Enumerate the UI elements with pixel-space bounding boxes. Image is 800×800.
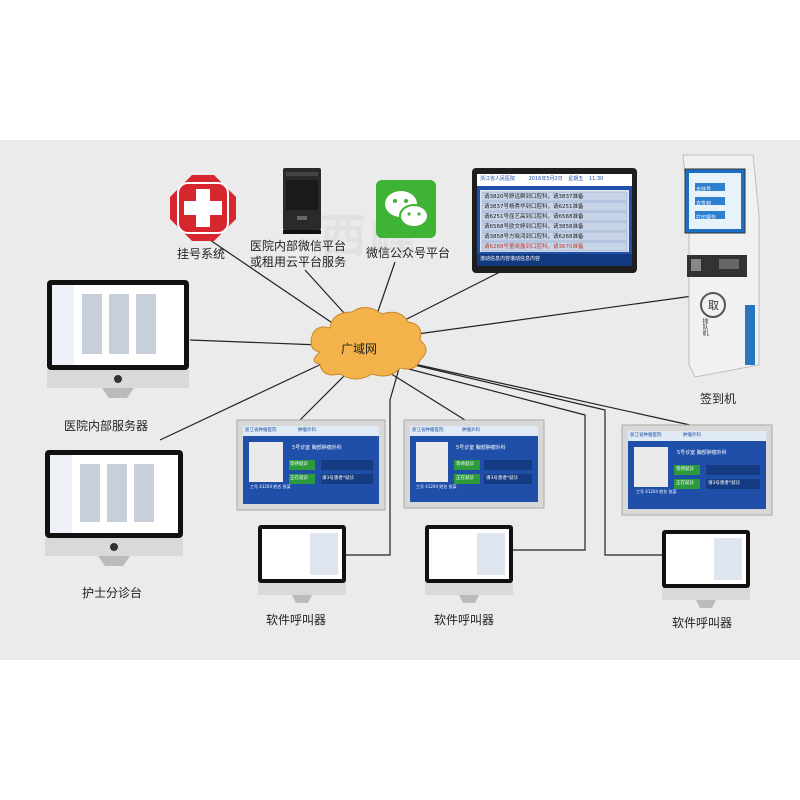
link-caller-1	[345, 364, 401, 556]
kiosk-sign-text: 排队机	[701, 318, 708, 336]
room-1-dept: 肿瘤外科	[298, 428, 316, 433]
wechat-platform-label: 医院内部微信平台 或租用云平台服务	[250, 238, 346, 270]
room-1-call: 请3号患者*就诊	[322, 476, 355, 481]
display-time: 11:30	[588, 176, 604, 182]
kiosk-buttons: 去挂号 去签到 打印报告	[696, 183, 716, 225]
room-2-dept: 肿瘤外科	[462, 428, 480, 433]
link-nurse-station	[159, 359, 331, 441]
link-caller-3	[409, 363, 665, 556]
link-big-display	[394, 271, 501, 326]
room-2-now: 正在就诊	[456, 476, 474, 481]
room-3-room: 5号诊室 胸部肿瘤外科	[677, 450, 727, 456]
link-registration	[209, 239, 351, 336]
display-rows: 请3820号舒远群到口腔科，请3837准备 请3837号杨秀华到口腔科，请625…	[484, 192, 629, 252]
display-weekday: 星期五	[568, 176, 584, 182]
room-screen-2-frame	[403, 419, 545, 509]
server-computer-icon	[47, 280, 189, 398]
display-ticker: 滚动信息内容滚动信息内容	[480, 256, 541, 262]
queue-wall-display	[472, 168, 637, 273]
link-room-screen-2	[384, 369, 466, 421]
wan-cloud-icon	[310, 307, 427, 380]
checkin-kiosk-label: 签到机	[700, 392, 737, 406]
room-3-call: 请3号患者*就诊	[708, 481, 741, 486]
checkin-kiosk-device	[682, 154, 760, 378]
room-3-now: 正在就诊	[676, 481, 694, 486]
room-3-waiting: 等待就诊	[676, 467, 694, 472]
server-tower-icon	[283, 168, 321, 234]
room-2-id: 工号 41204 姓名 张某	[416, 484, 457, 489]
room-3-dept: 肿瘤外科	[683, 433, 701, 438]
display-row: 请6568号欧文婷到口腔科，请3858准备	[484, 224, 584, 230]
soft-caller-2-label: 软件呼叫器	[434, 613, 495, 627]
room-1-id: 工号 41204 姓名 张某	[250, 484, 291, 489]
wechat-icon	[376, 180, 436, 238]
display-row: 请3820号舒远群到口腔科，请3837准备	[484, 194, 584, 200]
kiosk-sign: 取	[708, 299, 719, 312]
room-1-waiting: 等待就诊	[290, 462, 308, 467]
display-row: 请6268号童晓露到口腔科，请3670准备	[484, 244, 584, 250]
room-2-hospital: 浙江省肿瘤医院	[412, 428, 444, 433]
room-2-call: 请3号患者*就诊	[486, 476, 519, 481]
wechat-platform-label-line1: 医院内部微信平台	[250, 239, 347, 253]
display-title: 浙江省人民医院 2016年5月2日 星期五 11:30	[480, 175, 630, 182]
nurse-computer-icon	[45, 450, 183, 566]
kiosk-button-register[interactable]: 去挂号	[696, 187, 712, 193]
link-room-screen-1	[299, 369, 351, 421]
link-kiosk	[409, 294, 701, 336]
kiosk-button-checkin[interactable]: 去签到	[696, 201, 712, 207]
room-2-room: 5号诊室 胸部肿瘤外科	[456, 445, 506, 451]
registration-label: 挂号系统	[177, 247, 226, 261]
display-row: 请6251号屈艺高到口腔科，请6568准备	[484, 214, 584, 220]
room-3-id: 工号 41204 姓名 张某	[636, 489, 677, 494]
room-1-room: 5号诊室 胸部肿瘤外科	[292, 445, 342, 451]
soft-caller-3-label: 软件呼叫器	[672, 616, 733, 630]
display-row: 请3837号杨秀华到口腔科，请6251准备	[484, 204, 584, 210]
link-caller-2	[404, 367, 586, 551]
display-hospital: 浙江省人民医院	[480, 176, 516, 182]
wechat-platform-label-line2: 或租用云平台服务	[250, 255, 347, 269]
link-room-screen-3	[404, 361, 691, 426]
caller-computer-1-icon	[258, 525, 346, 603]
wechat-official-label: 微信公众号平台	[366, 246, 451, 260]
wan-label: 广域网	[341, 342, 378, 356]
room-screen-1-frame	[236, 419, 386, 511]
room-1-hospital: 浙江省肿瘤医院	[245, 428, 277, 433]
caller-computer-3-icon	[662, 530, 750, 608]
internal-server-label: 医院内部服务器	[64, 419, 149, 433]
connection-lines	[159, 239, 701, 556]
soft-caller-1-label: 软件呼叫器	[266, 613, 327, 627]
medical-cross-icon	[170, 175, 236, 241]
display-row: 请3858号方晓鸿到口腔科，请6268准备	[484, 234, 584, 240]
room-3-hospital: 浙江省肿瘤医院	[630, 433, 662, 438]
room-2-waiting: 等待就诊	[456, 462, 474, 467]
display-date: 2016年5月2日	[528, 176, 563, 182]
room-1-now: 正在就诊	[290, 476, 308, 481]
kiosk-button-report[interactable]: 打印报告	[696, 215, 717, 221]
link-internal-server	[189, 339, 321, 346]
nurse-station-label: 护士分诊台	[82, 586, 143, 600]
link-wechat-official	[374, 261, 396, 321]
caller-computer-2-icon	[425, 525, 513, 603]
room-screen-3-frame	[621, 424, 773, 516]
